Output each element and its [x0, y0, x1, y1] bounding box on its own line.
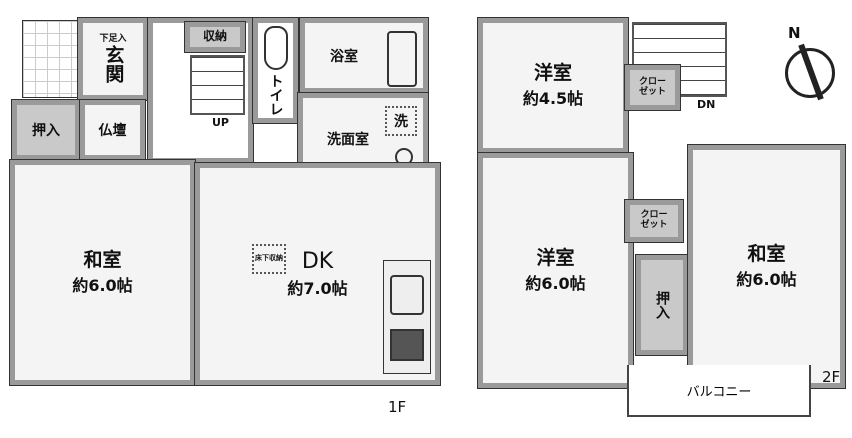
stairs-up-label: UP [212, 116, 229, 129]
altar: 仏壇 [79, 99, 146, 161]
room-size: 約6.0帖 [736, 269, 797, 289]
bath-label: 浴室 [330, 48, 358, 65]
room-name: DK [301, 248, 334, 274]
washitsu-2f: 和室 約6.0帖 [687, 144, 846, 389]
oshiire-2f: 押入 [635, 254, 689, 356]
toilet: トイレ [252, 17, 299, 124]
altar-label: 仏壇 [98, 123, 127, 139]
washroom-label: 洗面室 [327, 132, 369, 148]
washer-space: 洗 [385, 106, 417, 136]
stairs-1f [190, 55, 245, 115]
western-room-2: 洋室 約6.0帖 [477, 152, 634, 389]
washitsu-1f: 和室 約6.0帖 [9, 159, 196, 386]
porch [22, 20, 78, 98]
washer-label: 洗 [394, 114, 408, 130]
compass-needle [798, 43, 824, 101]
underfloor-label: 床下収納 [255, 254, 283, 263]
room-name: 和室 [747, 243, 786, 266]
dining-kitchen: DK 約7.0帖 床下収納 [194, 162, 441, 386]
kitchen-sink-icon [390, 275, 424, 315]
bathroom: 浴室 [299, 17, 429, 94]
oshiire-1f: 押入 [11, 99, 81, 161]
stairs-dn-label: DN [697, 98, 716, 111]
stove-icon [390, 329, 424, 361]
toilet-label: トイレ [267, 73, 284, 116]
storage-label: 収納 [202, 29, 227, 44]
bathtub-icon [387, 31, 417, 87]
balcony-label: バルコニー [686, 384, 752, 400]
compass-north-label: N [788, 24, 801, 42]
shoe-storage-label: 下足入 [99, 34, 127, 45]
kitchen-counter [383, 260, 431, 374]
underfloor-storage: 床下収納 [252, 244, 286, 274]
balcony: バルコニー [627, 365, 811, 417]
entrance: 下足入 玄関 [77, 17, 149, 101]
western-room-1: 洋室 約4.5帖 [477, 17, 629, 154]
room-name: 洋室 [533, 62, 572, 85]
oshiire-label: 押入 [654, 291, 670, 319]
closet-2f-1: クローゼット [624, 64, 681, 111]
room-size: 約6.0帖 [72, 275, 133, 295]
room-name: 洋室 [536, 247, 575, 270]
room-size: 約4.5帖 [522, 88, 584, 108]
room-name: 和室 [83, 249, 122, 272]
room-size: 約6.0帖 [525, 273, 586, 293]
compass-icon [785, 43, 835, 101]
closet-label: クローゼット [638, 76, 666, 97]
entrance-label: 玄関 [102, 44, 125, 83]
closet-2f-2: クローゼット [624, 199, 684, 243]
oshiire-label: 押入 [32, 123, 60, 139]
room-size: 約7.0帖 [287, 279, 348, 299]
storage: 収納 [184, 21, 246, 53]
floor-1f-label: 1F [388, 398, 407, 416]
toilet-icon [263, 25, 288, 70]
closet-label: クローゼット [640, 210, 668, 230]
floor-2f-label: 2F [822, 368, 841, 386]
